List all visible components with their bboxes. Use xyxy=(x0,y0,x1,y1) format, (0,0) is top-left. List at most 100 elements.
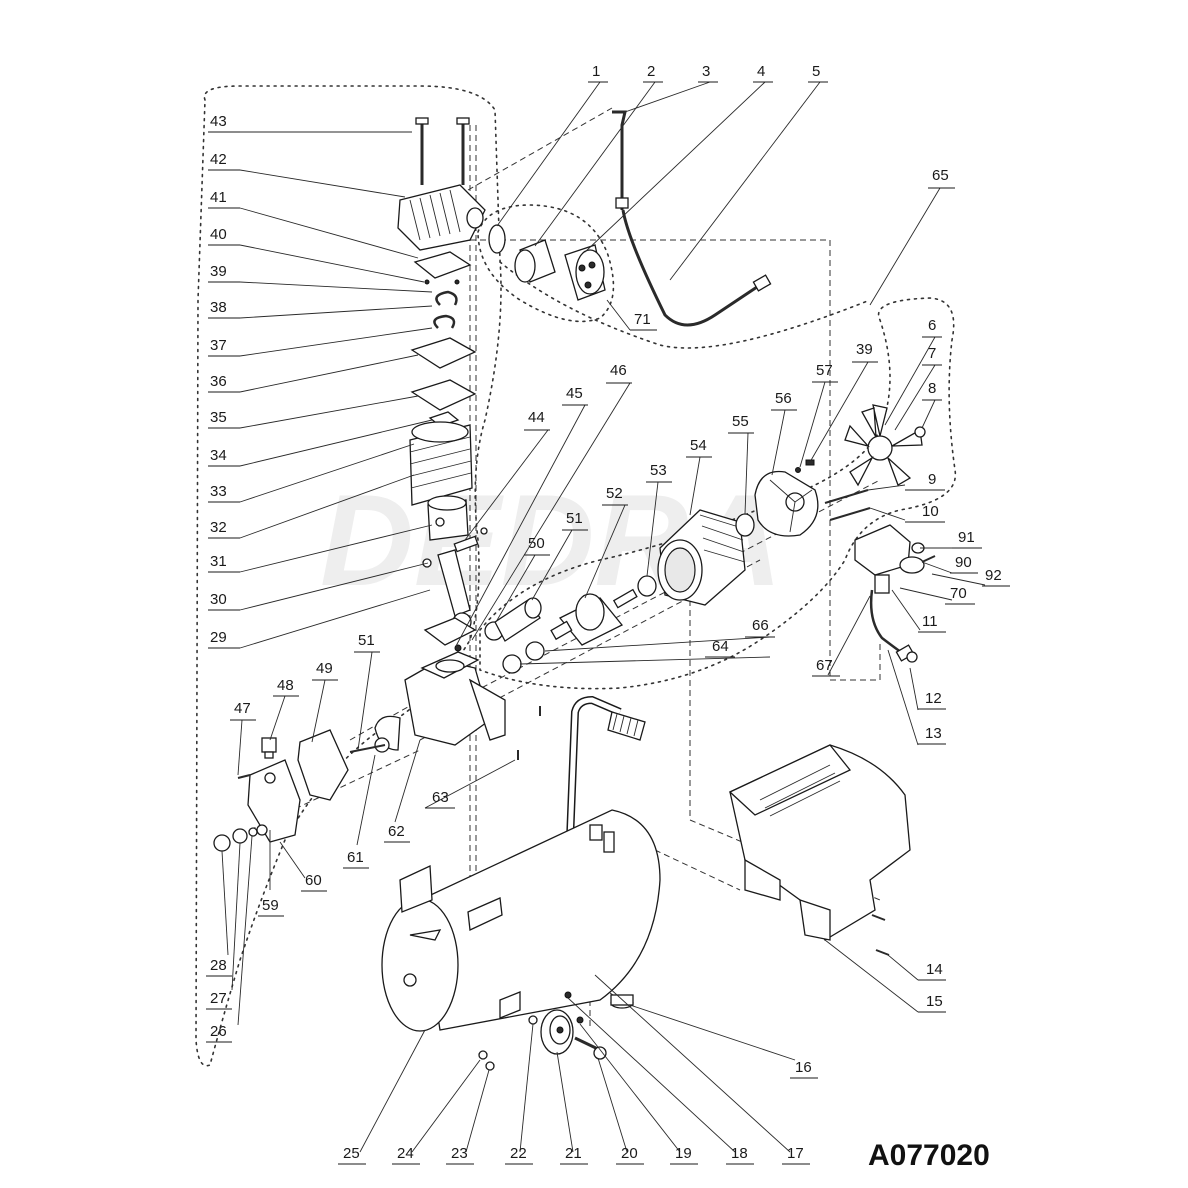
callout-51: 50 xyxy=(528,535,545,552)
valve-reed-lower xyxy=(433,314,456,329)
spacer-ring xyxy=(637,575,657,597)
carry-handle xyxy=(566,695,646,841)
callout-90: 90 xyxy=(955,554,972,571)
discharge-pipe xyxy=(612,110,772,327)
piston xyxy=(427,495,469,541)
callout-31: 31 xyxy=(210,553,227,570)
head-gasket xyxy=(413,251,472,279)
washer xyxy=(248,827,258,837)
callout-61: 61 xyxy=(347,849,364,866)
callout-37: 37 xyxy=(210,337,227,354)
callout-7: 7 xyxy=(928,345,936,362)
callout-36: 36 xyxy=(210,373,227,390)
wheel xyxy=(540,1009,574,1055)
callout-63: 63 xyxy=(432,789,449,806)
callout-26: 26 xyxy=(210,1023,227,1040)
callout-57: 56 xyxy=(775,390,792,407)
callout-43: 43 xyxy=(210,113,227,130)
circlip xyxy=(480,527,488,535)
small-screw xyxy=(805,459,815,466)
callout-17: 17 xyxy=(787,1145,804,1162)
callout-18: 18 xyxy=(731,1145,748,1162)
callout-4: 4 xyxy=(757,63,765,80)
pressure-hose xyxy=(869,589,906,657)
callout-24: 24 xyxy=(397,1145,414,1162)
callout-leaders xyxy=(221,81,986,1153)
callout-5: 5 xyxy=(812,63,820,80)
small-washer xyxy=(795,467,801,473)
valve-plate xyxy=(410,337,477,369)
callout-45: 45 xyxy=(566,385,583,402)
cover-gasket xyxy=(297,729,349,801)
callout-56: 55 xyxy=(732,413,749,430)
check-fitting xyxy=(895,644,918,663)
callout-44: 44 xyxy=(528,409,545,426)
callout-19: 19 xyxy=(675,1145,692,1162)
motor-end-cover xyxy=(754,470,819,537)
callout-32: 32 xyxy=(210,519,227,536)
washer xyxy=(485,1061,495,1071)
callout-27: 27 xyxy=(210,990,227,1007)
pin xyxy=(424,279,430,285)
nut xyxy=(576,1016,584,1024)
callout-3: 3 xyxy=(702,63,710,80)
callout-91: 91 xyxy=(958,529,975,546)
callout-48: 48 xyxy=(277,677,294,694)
callout-67: 67 xyxy=(816,657,833,674)
air-filter xyxy=(488,224,606,301)
callout-33: 33 xyxy=(210,483,227,500)
crankcase-gasket xyxy=(423,617,477,646)
callout-71: 71 xyxy=(634,311,651,328)
valve-reed-upper xyxy=(435,290,458,306)
callout-55: 54 xyxy=(690,437,707,454)
callout-40: 40 xyxy=(210,226,227,243)
pressure-switch xyxy=(854,524,936,594)
callout-46: 46 xyxy=(610,362,627,379)
nut xyxy=(564,991,572,999)
callout-30: 30 xyxy=(210,591,227,608)
callout-70: 70 xyxy=(950,585,967,602)
sight-glass xyxy=(213,834,231,852)
crankcase xyxy=(404,651,506,746)
callout-10: 10 xyxy=(922,503,939,520)
oil-plug xyxy=(261,737,277,759)
long-screw xyxy=(349,744,386,753)
callout-20: 20 xyxy=(621,1145,638,1162)
callout-41: 41 xyxy=(210,189,227,206)
callout-8: 8 xyxy=(928,380,936,397)
cylinder-head xyxy=(397,184,486,251)
shroud-screw xyxy=(871,914,886,921)
callout-39-motor: 39 xyxy=(856,341,873,358)
callout-12: 12 xyxy=(925,690,942,707)
callout-47: 47 xyxy=(234,700,251,717)
pin xyxy=(454,279,460,285)
callout-25: 25 xyxy=(343,1145,360,1162)
motor-oring xyxy=(735,513,755,537)
washer xyxy=(478,1050,488,1060)
callout-59: 59 xyxy=(262,897,279,914)
callout-42: 42 xyxy=(210,151,227,168)
cylinder-gasket xyxy=(410,379,477,411)
callout-21: 21 xyxy=(565,1145,582,1162)
cooling-fan xyxy=(844,404,923,487)
callout-65: 66 xyxy=(752,617,769,634)
crankcase-cover xyxy=(247,759,301,843)
motor-shroud xyxy=(728,744,911,941)
diagram-reference-code: A077020 xyxy=(868,1139,990,1172)
callout-2: 2 xyxy=(647,63,655,80)
callout-35: 35 xyxy=(210,409,227,426)
head-bolts xyxy=(415,117,470,185)
callout-labels: 43 42 41 40 39 38 37 36 35 34 33 32 31 3… xyxy=(206,63,1010,1165)
callout-66: 65 xyxy=(932,167,949,184)
callout-58: 57 xyxy=(816,362,833,379)
callout-49: 49 xyxy=(316,660,333,677)
oring xyxy=(232,828,248,844)
piston-pin xyxy=(453,535,479,553)
callout-9: 9 xyxy=(928,471,936,488)
through-bolt xyxy=(824,489,869,504)
callout-15: 15 xyxy=(926,993,943,1010)
cylinder xyxy=(409,421,473,506)
callout-23: 23 xyxy=(451,1145,468,1162)
callout-14: 14 xyxy=(926,961,943,978)
